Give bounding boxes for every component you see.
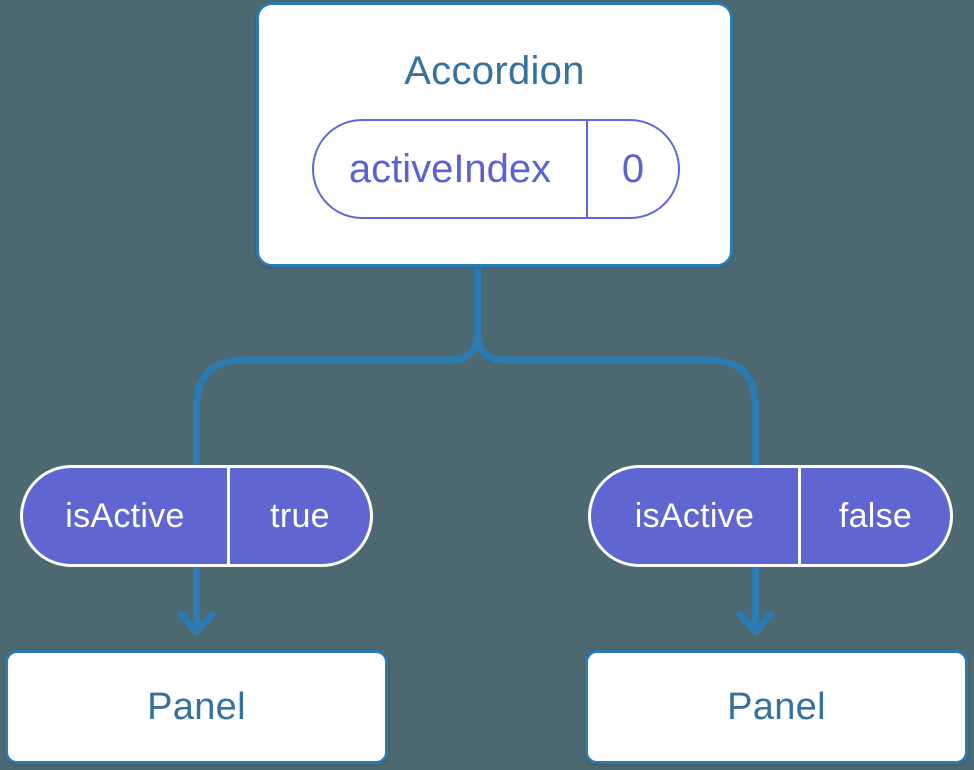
prop-name: isActive	[23, 468, 230, 564]
state-pill: activeIndex 0	[312, 119, 680, 219]
connector-right-branch	[474, 258, 759, 629]
arrow-down-icon	[177, 610, 216, 636]
state-value: 0	[621, 146, 645, 191]
connector-left-branch	[193, 258, 481, 629]
state-name: activeIndex	[314, 121, 588, 217]
prop-name: isActive	[591, 468, 801, 564]
prop-pill-true: isActive true	[20, 465, 373, 567]
prop-value: false	[838, 496, 913, 535]
accordion-component-card: Accordion activeIndex 0	[256, 2, 733, 267]
prop-value: true	[270, 496, 330, 535]
panel-component-card-left: Panel	[5, 650, 388, 764]
component-title: Panel	[727, 685, 826, 728]
component-title: Accordion	[404, 49, 585, 93]
component-title: Panel	[147, 685, 246, 728]
arrow-down-icon	[736, 610, 775, 636]
panel-component-card-right: Panel	[585, 650, 968, 764]
prop-pill-false: isActive false	[588, 465, 953, 567]
